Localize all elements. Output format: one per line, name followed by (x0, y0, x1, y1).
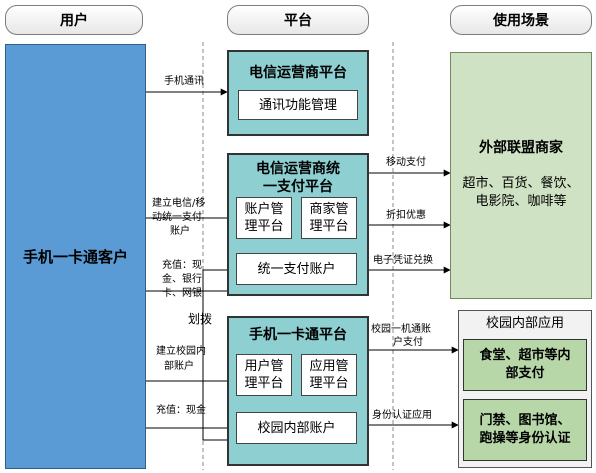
label-create-campus-line1: 建立校园内 (156, 346, 206, 357)
app-mgmt-platform: 应用管 理平台 (301, 354, 357, 396)
label-mobile-pay: 移动支付 (386, 157, 426, 168)
account-mgmt-platform: 账户管 理平台 (236, 197, 292, 239)
campus-apps-title: 校园内部应用 (485, 316, 564, 331)
header-user: 用户 (5, 5, 143, 35)
campus-app-payment: 食堂、超市等内 部支付 (463, 339, 587, 391)
header-scenario: 使用场景 (450, 5, 592, 35)
app-mgmt-line1: 应用管 (309, 359, 349, 374)
label-e-voucher: 电子凭证兑换 (373, 255, 433, 266)
label-recharge1-line1: 充值：现 (162, 260, 202, 271)
card-platform-panel: 手机一卡通平台 用户管 理平台 应用管 理平台 校园内部账户 (227, 316, 369, 466)
app-mgmt-line2: 理平台 (309, 376, 349, 391)
external-merchants-desc-line1: 超市、百货、餐饮、 (462, 176, 580, 191)
header-platform: 平台 (227, 5, 369, 35)
user-mgmt-line1: 用户管 (244, 359, 284, 374)
unified-payment-title-line1: 电信运营商统 (256, 161, 340, 177)
account-mgmt-line1: 账户管 (244, 202, 284, 217)
label-create-account-line3: 账户 (170, 226, 190, 237)
label-create-account-line2: 动统一支付 (152, 212, 202, 223)
unified-payment-panel: 电信运营商统 一支付平台 账户管 理平台 商家管 理平台 统一支付账户 (227, 153, 369, 296)
label-create-campus-line2: 部账户 (164, 361, 194, 372)
arrow-transfer (202, 269, 237, 444)
campus-app-identity-line2: 跑操等身份认证 (479, 431, 571, 446)
user-box-label: 手机一卡通客户 (22, 248, 128, 266)
comm-function-mgmt: 通讯功能管理 (238, 90, 358, 120)
merchant-mgmt-line1: 商家管 (309, 202, 349, 217)
unified-payment-title-line2: 一支付平台 (263, 179, 333, 195)
user-box: 手机一卡通客户 (5, 44, 146, 469)
label-recharge2: 充值：现金 (156, 405, 206, 416)
external-merchants-desc-line2: 电影院、咖啡等 (475, 194, 567, 209)
label-discount: 折扣优惠 (386, 210, 426, 221)
campus-apps-box: 校园内部应用 食堂、超市等内 部支付 门禁、图书馆、 跑操等身份认证 (458, 310, 592, 468)
merchant-mgmt-line2: 理平台 (309, 219, 349, 234)
label-mobile-comm: 手机通讯 (164, 76, 204, 87)
merchant-mgmt-platform: 商家管 理平台 (301, 197, 357, 239)
telecom-platform-panel: 电信运营商平台 通讯功能管理 (227, 50, 369, 136)
label-transfer: 划拨 (188, 312, 213, 326)
campus-app-identity: 门禁、图书馆、 跑操等身份认证 (463, 399, 587, 461)
user-mgmt-line2: 理平台 (244, 376, 284, 391)
account-mgmt-line2: 理平台 (244, 219, 284, 234)
label-create-account-line1: 建立电信/移 (152, 198, 206, 209)
unified-payment-account: 统一支付账户 (236, 253, 357, 285)
campus-internal-account: 校园内部账户 (236, 412, 357, 444)
campus-app-payment-line1: 食堂、超市等内 (479, 348, 571, 363)
label-recharge1-line2: 金、银行 (162, 274, 202, 285)
label-identity-auth: 身份认证应用 (372, 410, 432, 421)
campus-app-identity-line1: 门禁、图书馆、 (479, 413, 571, 428)
telecom-platform-title: 电信运营商平台 (249, 65, 347, 81)
external-merchants-title: 外部联盟商家 (479, 140, 563, 156)
label-campus-pay-line1: 校园一机通账 (371, 324, 431, 335)
label-recharge1-line3: 卡、网银 (162, 288, 202, 299)
card-platform-title: 手机一卡通平台 (249, 327, 347, 343)
external-merchants-box: 外部联盟商家 超市、百货、餐饮、 电影院、咖啡等 (450, 52, 592, 299)
campus-app-payment-line2: 部支付 (505, 366, 545, 381)
user-mgmt-platform: 用户管 理平台 (236, 354, 292, 396)
label-campus-pay-line2: 户支付 (393, 337, 423, 348)
